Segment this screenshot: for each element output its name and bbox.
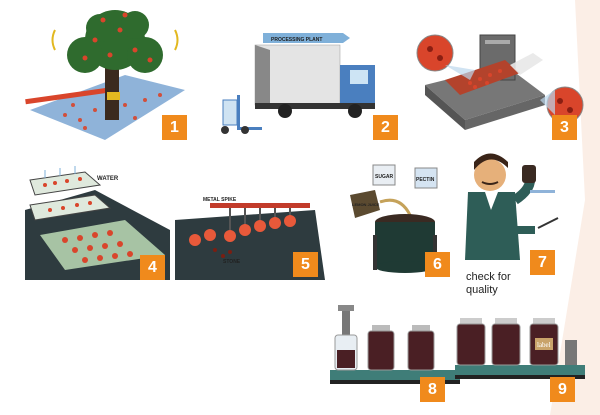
step-2-badge: 2 — [373, 115, 398, 140]
truck-illustration: PROCESSING PLANT — [221, 33, 375, 134]
step-4-panel: WATER 4 — [25, 160, 170, 280]
step-8-panel: 8 — [330, 305, 460, 410]
quality-caption: check for quality — [466, 271, 511, 296]
step-6-badge: 6 — [425, 252, 450, 277]
step-6-panel: SUGAR PECTIN LEMON JUICE 6 — [335, 160, 460, 280]
washing-illustration: WATER — [25, 166, 170, 280]
stone-label: STONE — [223, 259, 241, 265]
sorting-machine-illustration — [416, 34, 584, 130]
step-7-badge: 7 — [530, 250, 555, 275]
corner-decoration — [550, 0, 600, 415]
pitting-illustration: METAL SPIKE STONE — [175, 197, 325, 280]
step-1-badge: 1 — [162, 115, 187, 140]
step-5-panel: METAL SPIKE STONE 5 — [175, 190, 325, 280]
step-1-panel: 1 — [25, 10, 195, 145]
water-label: WATER — [97, 176, 119, 182]
step-5-badge: 5 — [293, 252, 318, 277]
step-3-panel: 3 — [415, 25, 585, 145]
truck-sign-label: PROCESSING PLANT — [271, 37, 322, 43]
lemon-juice-label: LEMON JUICE — [352, 202, 380, 207]
step-4-badge: 4 — [140, 255, 165, 280]
step-9-badge: 9 — [550, 377, 575, 402]
step-3-badge: 3 — [552, 115, 577, 140]
metal-spike-label: METAL SPIKE — [203, 197, 237, 203]
step-8-badge: 8 — [420, 377, 445, 402]
labelling-illustration: label — [455, 318, 585, 379]
jar-label-text: label — [537, 341, 551, 349]
tree-harvest-illustration — [25, 10, 185, 140]
sugar-bag-label: SUGAR — [375, 174, 393, 180]
step-7-panel: 7 — [460, 150, 595, 280]
quality-check-illustration — [465, 153, 559, 260]
step-2-panel: PROCESSING PLANT 2 — [215, 25, 400, 145]
pectin-bag-label: PECTIN — [416, 177, 435, 183]
step-9-panel: label 9 — [455, 310, 590, 410]
jar-filling-illustration — [330, 305, 460, 384]
